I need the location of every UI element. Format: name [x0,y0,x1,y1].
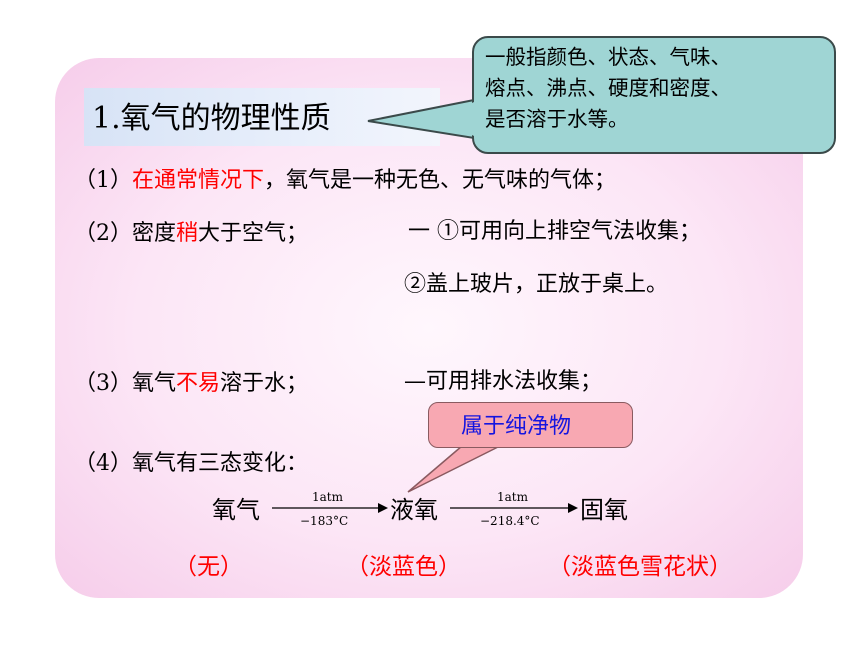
property-item-1: （1）在通常情况下，氧气是一种无色、无气味的气体； [74,162,616,194]
callout-line-1: 一般指颜色、状态、气味、 [485,45,731,69]
arrow2-condition-top: 1atm [497,490,528,504]
callout-text: 一般指颜色、状态、气味、 熔点、沸点、硬度和密度、 是否溶于水等。 [485,42,731,135]
arrow1-condition-bottom: −183°C [300,514,349,528]
item2-note-2: ②盖上玻片，正放于桌上。 [404,272,669,297]
item1-prefix: （1） [74,168,132,193]
item2-prefix: （2）密度 [74,221,176,246]
item3-prefix: （3）氧气 [74,371,176,396]
item2-highlight: 稍 [176,221,199,246]
page-title: 1.氧气的物理性质 [92,101,331,136]
state-oxygen-gas: 氧气 [212,496,260,524]
item1-rest: ，氧气是一种无色、无气味的气体； [264,168,617,193]
arrow1-condition-top: 1atm [312,490,343,504]
item1-highlight: 在通常情况下 [132,168,265,193]
callout-line-3: 是否溶于水等。 [485,107,629,131]
color-label-solid: （淡蓝色雪花状） [548,554,732,580]
item2-note-1: 一 ①可用向上排空气法收集； [408,219,701,244]
item3-note: —可用排水法收集； [404,369,603,394]
color-label-gas: （无） [174,554,243,580]
pure-substance-callout [428,402,633,448]
property-item-3: （3）氧气不易溶于水； [74,365,308,397]
arrow2-condition-bottom: −218.4°C [480,514,540,528]
item2-rest: 大于空气； [198,221,309,246]
callout-bubble [472,36,836,154]
item3-rest: 溶于水； [220,371,309,396]
pure-substance-label: 属于纯净物 [461,414,572,439]
item3-highlight: 不易 [176,371,221,396]
state-liquid-oxygen: 液氧 [390,496,438,524]
property-item-4: （4）氧气有三态变化： [74,451,308,476]
property-item-2: （2）密度稍大于空气； [74,215,308,247]
arrow2-head [568,503,578,513]
arrow1-head [378,503,388,513]
color-label-liquid: （淡蓝色） [346,554,461,580]
state-solid-oxygen: 固氧 [580,496,628,524]
title-box [84,88,440,146]
callout-line-2: 熔点、沸点、硬度和密度、 [485,76,731,100]
